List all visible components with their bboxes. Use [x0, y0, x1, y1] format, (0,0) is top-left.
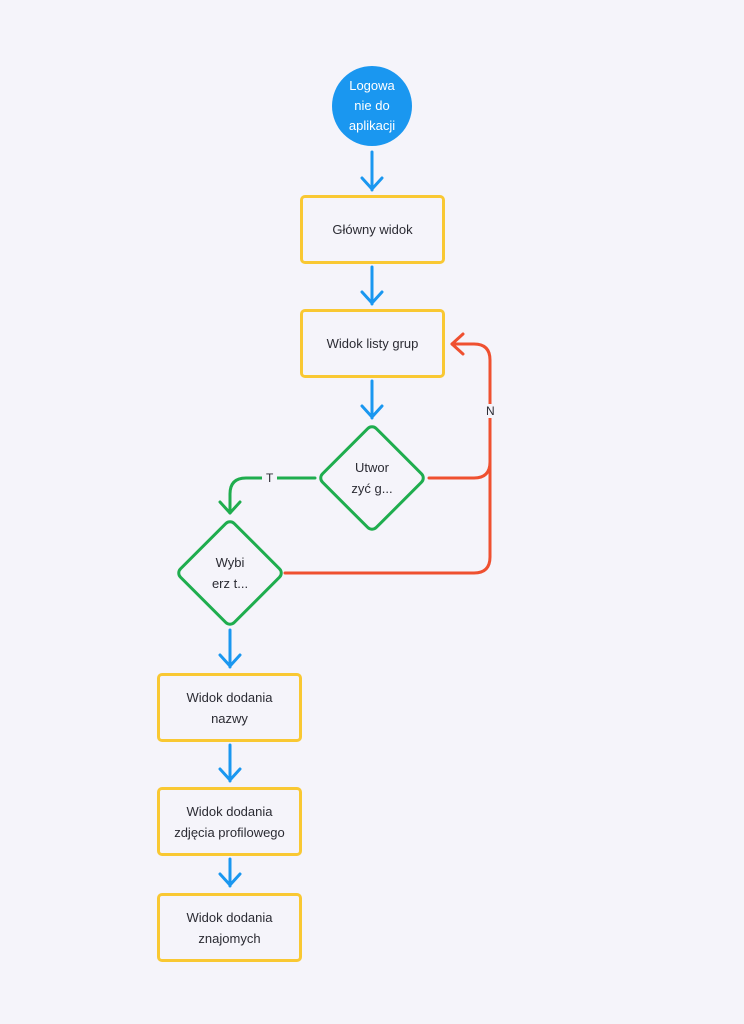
add-name-node[interactable]: Widok dodania nazwy [157, 673, 302, 742]
edge-label-yes: T [262, 471, 278, 485]
add-name-label: Widok dodania nazwy [186, 689, 273, 726]
arrow-decision-choose-to-add-name [218, 628, 242, 669]
add-photo-node[interactable]: Widok dodania zdjęcia profilowego [157, 787, 302, 856]
no-path-from-decision-choose [283, 342, 492, 575]
no-loop-arrows [283, 332, 492, 575]
group-list-node[interactable]: Widok listy grup [300, 309, 445, 378]
arrow-add-photo-to-add-friends [218, 857, 242, 888]
flow-arrows [218, 150, 384, 888]
arrow-start-to-main [360, 150, 384, 192]
no-path-from-decision-create [427, 460, 492, 480]
arrow-group-list-to-decision-create [360, 379, 384, 420]
edge-label-no: N [482, 404, 499, 418]
main-view-node[interactable]: Główny widok [300, 195, 445, 264]
add-friends-node[interactable]: Widok dodania znajomych [157, 893, 302, 962]
add-friends-label: Widok dodania znajomych [186, 909, 273, 946]
start-node[interactable]: Logowa nie do aplikacji [332, 66, 412, 146]
group-list-label: Widok listy grup [326, 336, 419, 351]
decision-create-diamond[interactable] [318, 424, 425, 531]
start-node-label: Logowa nie do aplikacji [348, 78, 396, 133]
decision-create-label: Utwor zyć g... [351, 460, 393, 496]
main-view-label: Główny widok [332, 222, 413, 237]
decision-choose-label: Wybi erz t... [211, 555, 249, 591]
decision-choose-diamond[interactable] [176, 519, 283, 626]
arrow-main-to-group-list [360, 265, 384, 306]
add-photo-label: Widok dodania zdjęcia profilowego [174, 803, 285, 840]
no-arrowhead [450, 332, 465, 356]
arrow-add-name-to-add-photo [218, 743, 242, 783]
yes-arrow [218, 476, 317, 515]
